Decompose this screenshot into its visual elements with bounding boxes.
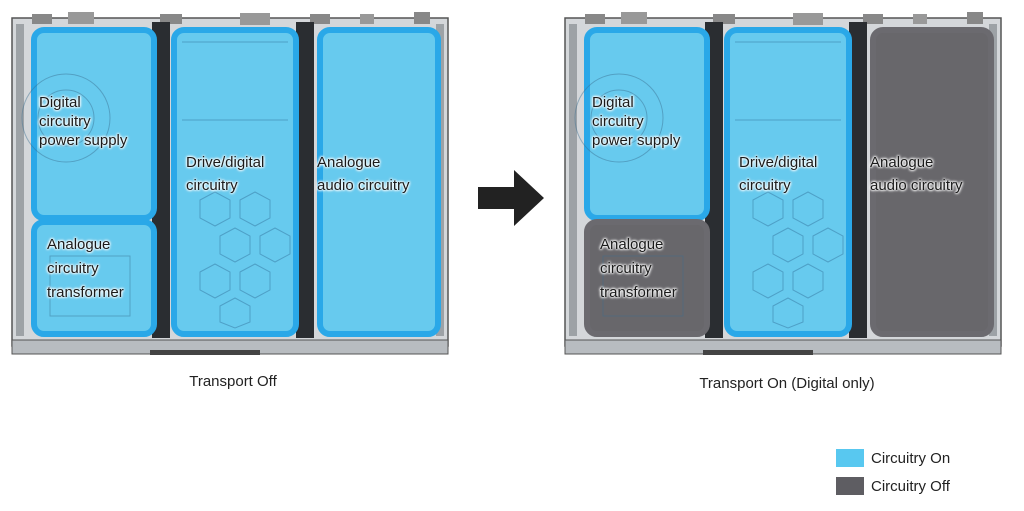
legend-swatch-on: [836, 449, 864, 467]
legend-label-off: Circuitry Off: [871, 477, 950, 495]
region-digital-power-supply: [31, 27, 157, 221]
chassis-illustration: [564, 12, 1002, 355]
region-analogue-audio-circuitry: [870, 27, 994, 337]
caption-transport-on: Transport On (Digital only): [699, 375, 875, 392]
region-digital-power-supply: [584, 27, 710, 221]
caption-transport-off: Transport Off: [189, 373, 277, 390]
chassis-illustration: [11, 12, 449, 355]
label-analogue-audio-circuitry: Analogue audio circuitry: [317, 154, 410, 194]
legend: Circuitry On Circuitry Off: [836, 444, 950, 500]
label-analogue-transformer: Analogue circuitry transformer: [47, 236, 124, 301]
region-drive-digital-circuitry: [724, 27, 852, 337]
drive-pattern: [182, 41, 291, 329]
label-drive-digital-circuitry: Drive/digital circuitry: [739, 154, 818, 194]
legend-label-on: Circuitry On: [871, 449, 951, 467]
label-analogue-transformer: Analogue circuitry transformer: [600, 236, 677, 301]
drive-pattern: [735, 41, 844, 329]
right-arrow-icon: [478, 170, 544, 226]
region-analogue-transformer: [31, 219, 157, 337]
label-analogue-audio-circuitry: Analogue audio circuitry: [870, 154, 963, 194]
diagram-panel-transport-on: Digital circuitry power supply Analogue …: [563, 0, 1023, 370]
legend-swatch-off: [836, 477, 864, 495]
label-digital-power-supply: Digital circuitry power supply: [592, 94, 681, 149]
diagram-panel-transport-off: Digital circuitry power supply Analogue …: [10, 0, 470, 370]
label-digital-power-supply: Digital circuitry power supply: [39, 94, 128, 149]
region-analogue-transformer: [584, 219, 710, 337]
region-drive-digital-circuitry: [171, 27, 299, 337]
legend-item-on: Circuitry On: [836, 444, 950, 472]
psu-pattern: [574, 73, 684, 317]
region-analogue-audio-circuitry: [317, 27, 441, 337]
psu-pattern: [21, 73, 131, 317]
label-drive-digital-circuitry: Drive/digital circuitry: [186, 154, 265, 194]
legend-item-off: Circuitry Off: [836, 472, 950, 500]
